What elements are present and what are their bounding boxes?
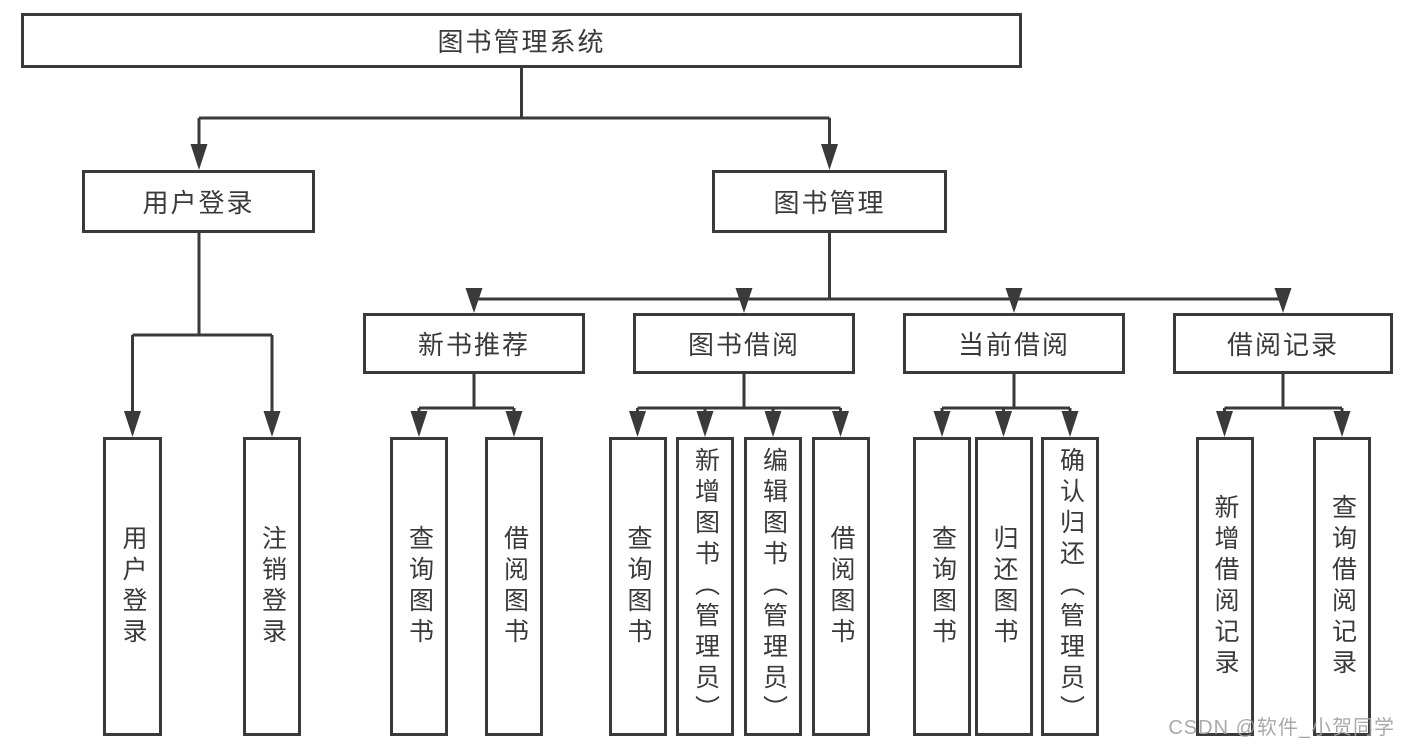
leaf-query-books-current: 查询图书 bbox=[913, 437, 971, 736]
node-label: 借阅图书 bbox=[827, 524, 855, 649]
node-label: 查询图书 bbox=[928, 524, 957, 649]
leaf-add-borrow-record: 新增借阅记录 bbox=[1195, 437, 1254, 736]
node-label: 查询图书 bbox=[624, 524, 652, 649]
node-label: 编辑图书（管理员） bbox=[759, 447, 788, 726]
leaf-query-borrow-record: 查询借阅记录 bbox=[1313, 437, 1371, 736]
node-label: 新增借阅记录 bbox=[1211, 493, 1239, 680]
node-book-borrow: 图书借阅 bbox=[633, 313, 855, 374]
node-label: 用户登录 bbox=[142, 188, 255, 218]
node-label: 图书借阅 bbox=[687, 330, 800, 360]
leaf-add-books-admin: 新增图书（管理员） bbox=[676, 437, 734, 736]
node-new-book-recommend: 新书推荐 bbox=[363, 313, 585, 374]
node-label: 当前借阅 bbox=[957, 330, 1070, 360]
node-label: 查询借阅记录 bbox=[1328, 493, 1357, 680]
node-label: 注销登录 bbox=[258, 524, 287, 649]
node-label: 借阅记录 bbox=[1226, 330, 1339, 360]
node-label: 归还图书 bbox=[990, 524, 1018, 649]
csdn-watermark: CSDN @软件_小贺同学 bbox=[1168, 717, 1395, 739]
node-label: 确认归还（管理员） bbox=[1056, 447, 1085, 726]
leaf-borrow-books: 借阅图书 bbox=[811, 437, 870, 736]
node-label: 借阅图书 bbox=[500, 524, 529, 649]
node-label: 新书推荐 bbox=[417, 330, 530, 360]
node-borrow-records: 借阅记录 bbox=[1173, 313, 1393, 374]
leaf-user-login: 用户登录 bbox=[103, 437, 162, 736]
node-label: 用户登录 bbox=[119, 524, 147, 649]
leaf-edit-books-admin: 编辑图书（管理员） bbox=[744, 437, 802, 736]
leaf-logout: 注销登录 bbox=[243, 437, 301, 736]
leaf-borrow-books-recommend: 借阅图书 bbox=[485, 437, 543, 736]
node-current-borrow: 当前借阅 bbox=[903, 313, 1125, 374]
leaf-query-books-borrow: 查询图书 bbox=[608, 437, 667, 736]
node-label: 图书管理系统 bbox=[437, 27, 606, 57]
node-book-management-module: 图书管理 bbox=[712, 170, 947, 233]
node-user-login-module: 用户登录 bbox=[82, 170, 315, 233]
node-root-system: 图书管理系统 bbox=[21, 13, 1022, 68]
node-label: 查询图书 bbox=[405, 524, 434, 649]
leaf-return-books: 归还图书 bbox=[974, 437, 1033, 736]
leaf-confirm-return-admin: 确认归还（管理员） bbox=[1041, 437, 1099, 736]
node-label: 新增图书（管理员） bbox=[691, 447, 720, 726]
leaf-query-books-recommend: 查询图书 bbox=[390, 437, 448, 736]
arrowheads bbox=[124, 144, 1351, 437]
node-label: 图书管理 bbox=[773, 188, 886, 218]
